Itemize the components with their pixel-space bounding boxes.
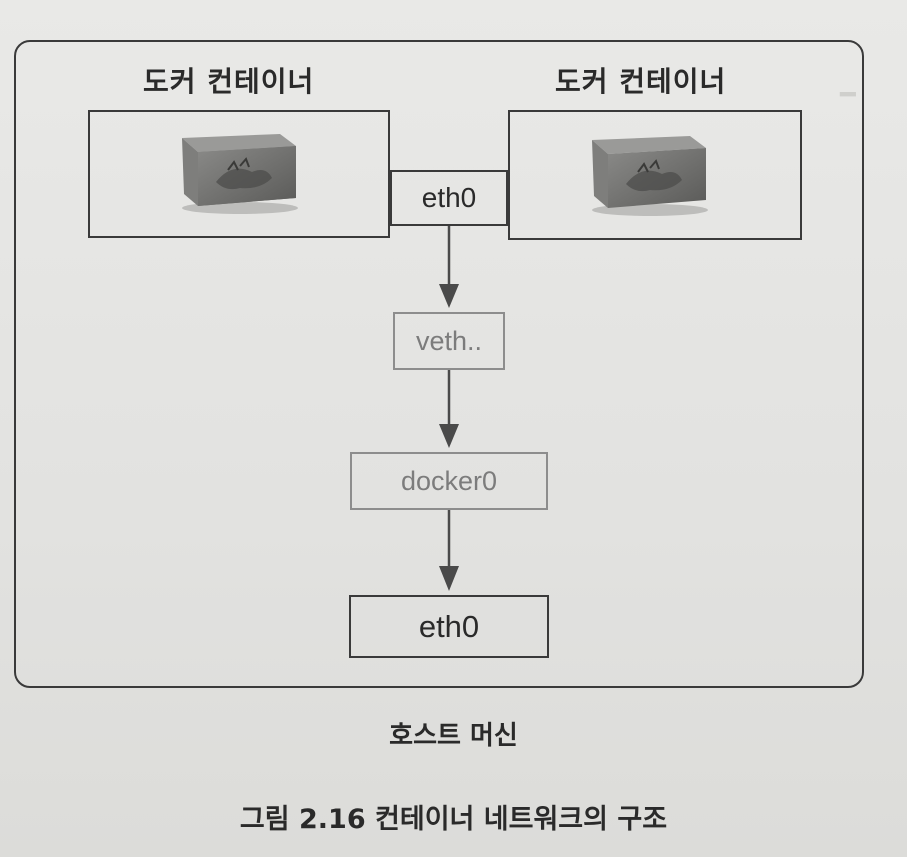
docker0-label: docker0 <box>400 465 498 496</box>
veth-node: veth.. <box>393 312 505 370</box>
host-machine-label: 호스트 머신 <box>389 721 518 751</box>
bleed-through-text: ━ <box>840 80 856 110</box>
docker-container-icon <box>182 134 298 214</box>
veth-label: veth.. <box>415 325 483 356</box>
docker-container-icon <box>592 136 708 216</box>
container-left-box <box>88 110 390 238</box>
eth0-host-node: eth0 <box>349 595 549 658</box>
eth0-container-node: eth0 <box>390 170 508 226</box>
eth0-container-label: eth0 <box>421 182 477 213</box>
arrow-docker0-to-eth0 <box>439 510 459 591</box>
figure-caption: 그림 2.16 컨테이너 네트워크의 구조 <box>239 804 668 835</box>
docker0-node: docker0 <box>350 452 548 510</box>
eth0-host-label: eth0 <box>418 608 480 644</box>
arrow-eth0-to-veth <box>439 226 459 308</box>
host-machine-frame <box>14 40 864 688</box>
container-left-label: 도커 컨테이너 <box>143 65 315 98</box>
container-right-label: 도커 컨테이너 <box>555 65 727 98</box>
container-right-box <box>508 110 802 240</box>
arrow-veth-to-docker0 <box>439 370 459 448</box>
